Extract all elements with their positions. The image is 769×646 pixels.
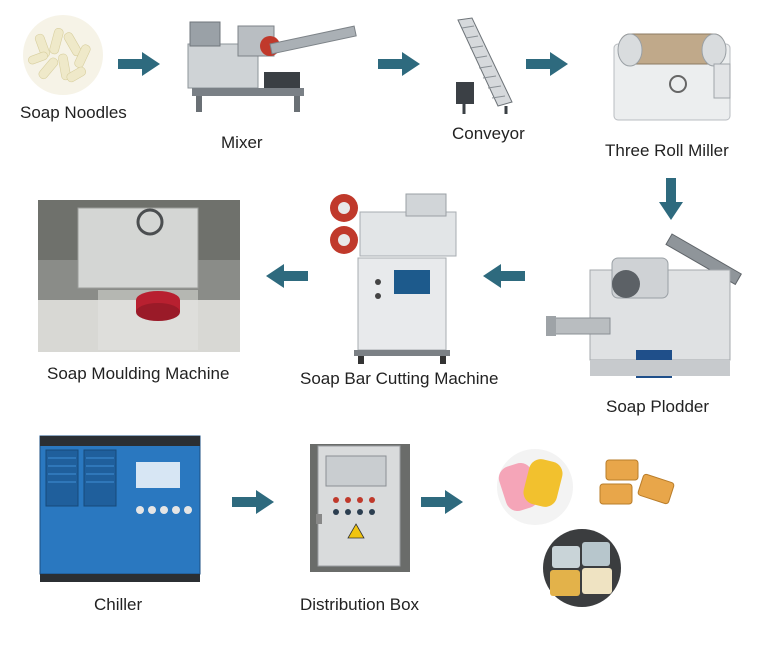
mixer-image bbox=[178, 16, 358, 114]
label-soap-noodles: Soap Noodles bbox=[20, 103, 127, 122]
arrow-left-icon bbox=[266, 264, 308, 288]
soap-bar-cutting-machine-image bbox=[322, 186, 464, 364]
label-chiller: Chiller bbox=[94, 595, 143, 614]
arrow-right-icon bbox=[118, 52, 160, 76]
soap-bars-pink-yellow-image bbox=[496, 448, 574, 526]
arrow-right-icon bbox=[378, 52, 420, 76]
arrow-right-icon bbox=[421, 490, 463, 514]
soap-bars-orange-image bbox=[596, 456, 678, 512]
label-conveyor: Conveyor bbox=[452, 124, 525, 143]
chiller-image bbox=[36, 432, 204, 584]
soap-moulding-machine-image bbox=[38, 200, 240, 352]
distribution-box-image bbox=[310, 444, 410, 572]
label-mixer: Mixer bbox=[221, 133, 263, 152]
conveyor-image bbox=[450, 16, 520, 116]
label-distribution-box: Distribution Box bbox=[300, 595, 420, 614]
arrow-right-icon bbox=[232, 490, 274, 514]
soap-noodles-image bbox=[22, 14, 104, 96]
label-soap-bar-cutting-machine: Soap Bar Cutting Machine bbox=[300, 369, 499, 388]
three-roll-miller-image bbox=[606, 24, 738, 124]
arrow-left-icon bbox=[483, 264, 525, 288]
label-soap-moulding-machine: Soap Moulding Machine bbox=[47, 364, 230, 383]
arrow-down-icon bbox=[659, 178, 683, 220]
soap-bars-stack-image bbox=[542, 528, 622, 608]
label-three-roll-miller: Three Roll Miller bbox=[605, 141, 729, 160]
arrow-right-icon bbox=[526, 52, 568, 76]
soap-plodder-image bbox=[546, 230, 758, 390]
label-soap-plodder: Soap Plodder bbox=[606, 397, 710, 416]
